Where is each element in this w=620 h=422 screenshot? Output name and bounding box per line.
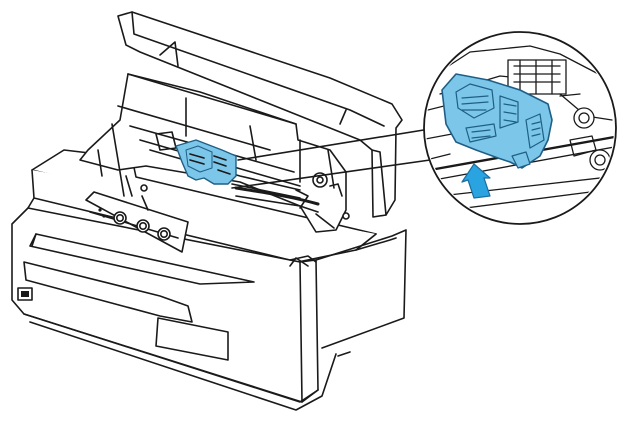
- print-head: [175, 139, 237, 185]
- open-printer-cover: [117, 11, 403, 218]
- print-head-magnified: [441, 73, 553, 169]
- detail-callout: [423, 31, 617, 225]
- callout-leader-lines: [231, 127, 437, 189]
- printer-body: [11, 149, 407, 411]
- control-panel: [85, 191, 189, 253]
- lift-up-arrow: [461, 163, 491, 199]
